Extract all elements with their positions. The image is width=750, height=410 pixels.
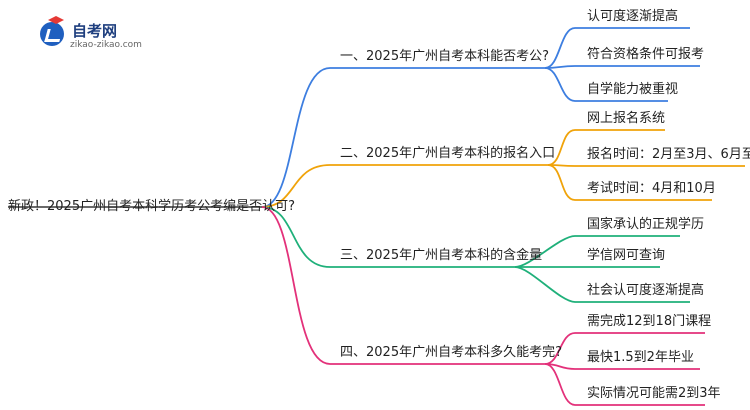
- child-node-1-2: 符合资格条件可报考: [587, 47, 705, 62]
- child-node-2-1: 网上报名系统: [587, 111, 666, 126]
- child-node-3-2: 学信网可查询: [587, 248, 666, 263]
- child-connector-3-3: [514, 266, 576, 303]
- branch-connector-4: [261, 206, 331, 365]
- child-node-1-3: 自学能力被重视: [587, 82, 679, 97]
- child-node-4-3: 实际情况可能需2到3年: [587, 386, 721, 401]
- branch-label-3: 三、2025年广州自考本科的含金量: [340, 248, 543, 263]
- branch-connector-2: [261, 164, 331, 208]
- child-connector-4-3: [544, 363, 576, 406]
- child-node-4-1: 需完成12到18门课程: [587, 314, 712, 329]
- branch-connector-3: [261, 206, 331, 268]
- branch-connector-1: [261, 67, 331, 208]
- root-topic: 新政！2025广州自考本科学历考公考编是否认可?: [8, 199, 295, 214]
- logo-name: 自考网: [72, 22, 118, 40]
- child-connector-1-3: [544, 67, 576, 102]
- child-node-3-3: 社会认可度逐渐提高: [587, 283, 705, 298]
- child-connector-4-1: [544, 332, 576, 365]
- child-connector-2-1: [547, 129, 576, 166]
- site-logo[interactable]: 自考网 zikao-zikao.com: [40, 16, 160, 56]
- logo-emblem-icon: [40, 22, 64, 46]
- branch-label-4: 四、2025年广州自考本科多久能考完?: [340, 345, 562, 360]
- child-node-4-2: 最快1.5到2年毕业: [587, 350, 694, 365]
- graduation-cap-icon: [48, 16, 64, 24]
- logo-url: zikao-zikao.com: [70, 40, 142, 50]
- child-connector-2-3: [547, 164, 576, 201]
- child-node-2-3: 考试时间：4月和10月: [587, 181, 716, 196]
- child-node-2-2: 报名时间：2月至3月、6月至9月: [587, 147, 750, 162]
- branch-label-2: 二、2025年广州自考本科的报名入口: [340, 146, 556, 161]
- child-connector-1-1: [544, 27, 576, 69]
- branch-label-1: 一、2025年广州自考本科能否考公?: [340, 49, 549, 64]
- child-node-1-1: 认可度逐渐提高: [587, 9, 679, 24]
- child-node-3-1: 国家承认的正规学历: [587, 217, 705, 232]
